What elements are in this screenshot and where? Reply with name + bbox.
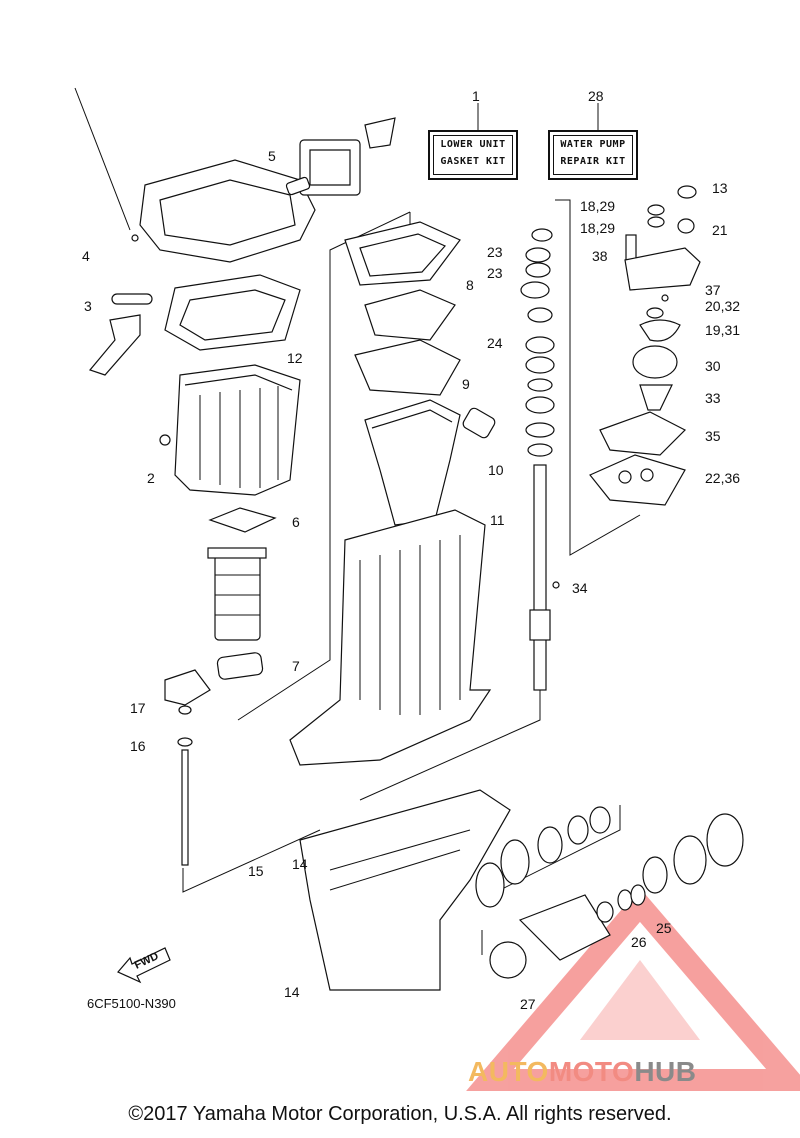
watermark-moto: MOTO — [548, 1056, 635, 1087]
callout-label: 34 — [572, 580, 588, 596]
callout-label: 23 — [487, 265, 503, 281]
kit-1-line-2: GASKET KIT — [440, 156, 506, 167]
callout-label: 16 — [130, 738, 146, 754]
plate — [364, 289, 456, 341]
callout-label: 14 — [292, 856, 308, 872]
gear-case — [299, 789, 511, 991]
callout-label: 33 — [705, 390, 721, 406]
exhaust-guide — [174, 364, 301, 496]
watermark-logo — [466, 888, 800, 1091]
gasket-9 — [354, 339, 461, 396]
callout-label: 3 — [84, 298, 92, 314]
callout-label: 27 — [520, 996, 536, 1012]
seal-5 — [285, 176, 311, 196]
shaft-bearings — [520, 228, 555, 457]
callout-label: 10 — [488, 462, 504, 478]
callout-label: 1 — [472, 88, 480, 104]
seal-3 — [111, 293, 153, 305]
callout-label: 2 — [147, 470, 155, 486]
cover — [164, 669, 211, 706]
seal-17 — [178, 705, 192, 715]
callout-label: 28 — [588, 88, 604, 104]
kit-28-line-1: WATER PUMP — [560, 139, 626, 150]
callout-label: 37 — [705, 282, 721, 298]
callout-label: 23 — [487, 244, 503, 260]
watermark-text: AUTOMOTOHUB — [468, 1056, 696, 1088]
bolt-2 — [159, 434, 171, 446]
callout-label: 18,29 — [580, 220, 616, 236]
callout-label: 14 — [284, 984, 300, 1000]
water-pump — [589, 185, 701, 506]
oring-16 — [177, 737, 193, 747]
rubber-10 — [462, 407, 496, 439]
callout-label: 11 — [490, 512, 505, 528]
drive-shaft-housing — [364, 399, 461, 526]
callout-label: 17 — [130, 700, 146, 716]
diagram-code: 6CF5100-N390 — [87, 996, 176, 1011]
watermark-hub: HUB — [634, 1056, 697, 1087]
upper-casing — [74, 87, 396, 263]
callout-label: 15 — [248, 863, 264, 879]
callout-label: 6 — [292, 514, 300, 530]
callout-label: 25 — [656, 920, 672, 936]
gasket-7 — [216, 652, 264, 680]
callout-label: 13 — [712, 180, 728, 196]
callout-label: 9 — [462, 376, 470, 392]
muffler — [207, 547, 267, 641]
gasket-8 — [344, 221, 461, 286]
kit-28-line-2: REPAIR KIT — [560, 156, 626, 167]
copyright-notice: ©2017 Yamaha Motor Corporation, U.S.A. A… — [128, 1103, 672, 1125]
callout-label: 22,36 — [705, 470, 741, 486]
callout-label: 4 — [82, 248, 90, 264]
drive-shaft — [529, 464, 551, 691]
callout-label: 21 — [712, 222, 728, 238]
shift-rod — [181, 749, 189, 866]
callout-label: 8 — [466, 277, 474, 293]
lower-casing — [289, 509, 492, 766]
watermark-auto: AUTO — [468, 1056, 549, 1087]
callout-label: 7 — [292, 658, 300, 674]
callout-label: 24 — [487, 335, 503, 351]
fwd-arrow — [117, 947, 171, 984]
callout-label: 5 — [268, 148, 276, 164]
propeller-shaft-parts — [475, 806, 744, 979]
water-tube — [88, 314, 141, 376]
callout-label: 30 — [705, 358, 721, 374]
callout-label: 18,29 — [580, 198, 616, 214]
callout-label: 19,31 — [705, 322, 741, 338]
callout-label: 20,32 — [705, 298, 741, 314]
callout-label: 26 — [631, 934, 647, 950]
callout-label: 38 — [592, 248, 608, 264]
kit-1-line-1: LOWER UNIT — [440, 139, 506, 150]
callout-label: 12 — [287, 350, 303, 366]
lower-unit-gasket-kit: LOWER UNIT GASKET KIT — [428, 130, 518, 180]
water-pump-repair-kit: WATER PUMP REPAIR KIT — [548, 130, 638, 180]
callout-label: 35 — [705, 428, 721, 444]
gasket-6 — [208, 507, 277, 533]
